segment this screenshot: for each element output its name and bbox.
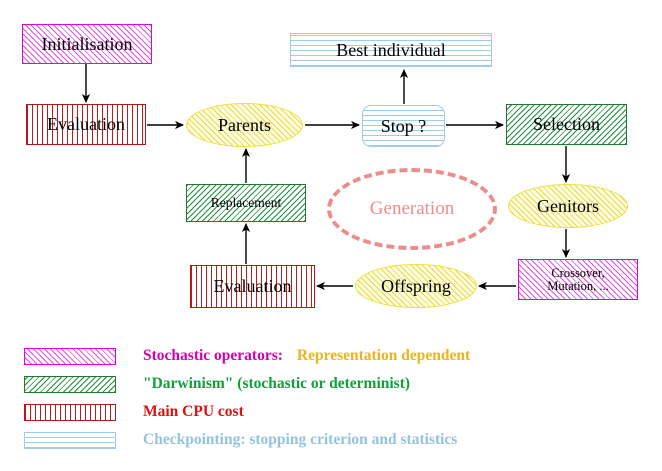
node-best-individual[interactable]: Best individual bbox=[290, 33, 492, 67]
node-stop[interactable]: Stop ? bbox=[362, 105, 445, 147]
legend-swatch-darwinism bbox=[24, 375, 116, 393]
legend-text-stochastic: Stochastic operators: Representation depe… bbox=[143, 347, 470, 365]
node-generation-label: Generation bbox=[369, 198, 455, 220]
node-stop-label: Stop ? bbox=[380, 115, 427, 136]
node-genitors[interactable]: Genitors bbox=[508, 184, 628, 228]
legend-swatch-cpu-cost bbox=[24, 403, 116, 421]
node-best-individual-label: Best individual bbox=[336, 39, 446, 60]
node-offspring[interactable]: Offspring bbox=[355, 264, 477, 308]
legend-label-checkpointing: Checkpointing: stopping criterion and st… bbox=[143, 431, 458, 448]
legend-row-stochastic: Stochastic operators: Representation depe… bbox=[24, 347, 470, 365]
node-generation-group: Generation bbox=[327, 168, 497, 250]
node-offspring-label: Offspring bbox=[381, 275, 451, 296]
node-selection[interactable]: Selection bbox=[506, 104, 627, 145]
node-evaluation-bottom[interactable]: Evaluation bbox=[190, 265, 315, 308]
node-crossover-mutation-label: Crossover, Mutation, ... bbox=[547, 265, 609, 293]
legend-text-cpu-cost: Main CPU cost bbox=[143, 403, 244, 421]
node-crossover-mutation[interactable]: Crossover, Mutation, ... bbox=[518, 259, 638, 300]
node-initialisation[interactable]: Initialisation bbox=[22, 24, 152, 64]
legend-row-cpu-cost: Main CPU cost bbox=[24, 403, 244, 421]
legend-row-checkpointing: Checkpointing: stopping criterion and st… bbox=[24, 431, 457, 449]
node-genitors-label: Genitors bbox=[537, 195, 599, 216]
legend-label-representation: Representation dependent bbox=[296, 347, 471, 364]
node-evaluation-bottom-label: Evaluation bbox=[213, 276, 292, 297]
node-selection-label: Selection bbox=[533, 114, 600, 135]
legend-label-stochastic: Stochastic operators: bbox=[143, 347, 283, 364]
legend-text-checkpointing: Checkpointing: stopping criterion and st… bbox=[143, 431, 457, 449]
node-parents-label: Parents bbox=[218, 114, 271, 135]
node-evaluation-top[interactable]: Evaluation bbox=[26, 104, 146, 145]
legend-label-cpu-cost: Main CPU cost bbox=[143, 403, 244, 420]
legend-swatch-checkpointing bbox=[24, 431, 116, 449]
legend-label-darwinism: "Darwinism" (stochastic or determinist) bbox=[143, 375, 411, 392]
node-replacement-label: Replacement bbox=[210, 195, 282, 211]
legend-swatch-stochastic bbox=[24, 347, 116, 365]
node-replacement[interactable]: Replacement bbox=[186, 184, 306, 222]
node-parents[interactable]: Parents bbox=[186, 103, 303, 147]
node-initialisation-label: Initialisation bbox=[41, 33, 133, 54]
legend-row-darwinism: "Darwinism" (stochastic or determinist) bbox=[24, 375, 410, 393]
node-evaluation-top-label: Evaluation bbox=[47, 114, 125, 135]
legend-text-darwinism: "Darwinism" (stochastic or determinist) bbox=[143, 375, 410, 393]
